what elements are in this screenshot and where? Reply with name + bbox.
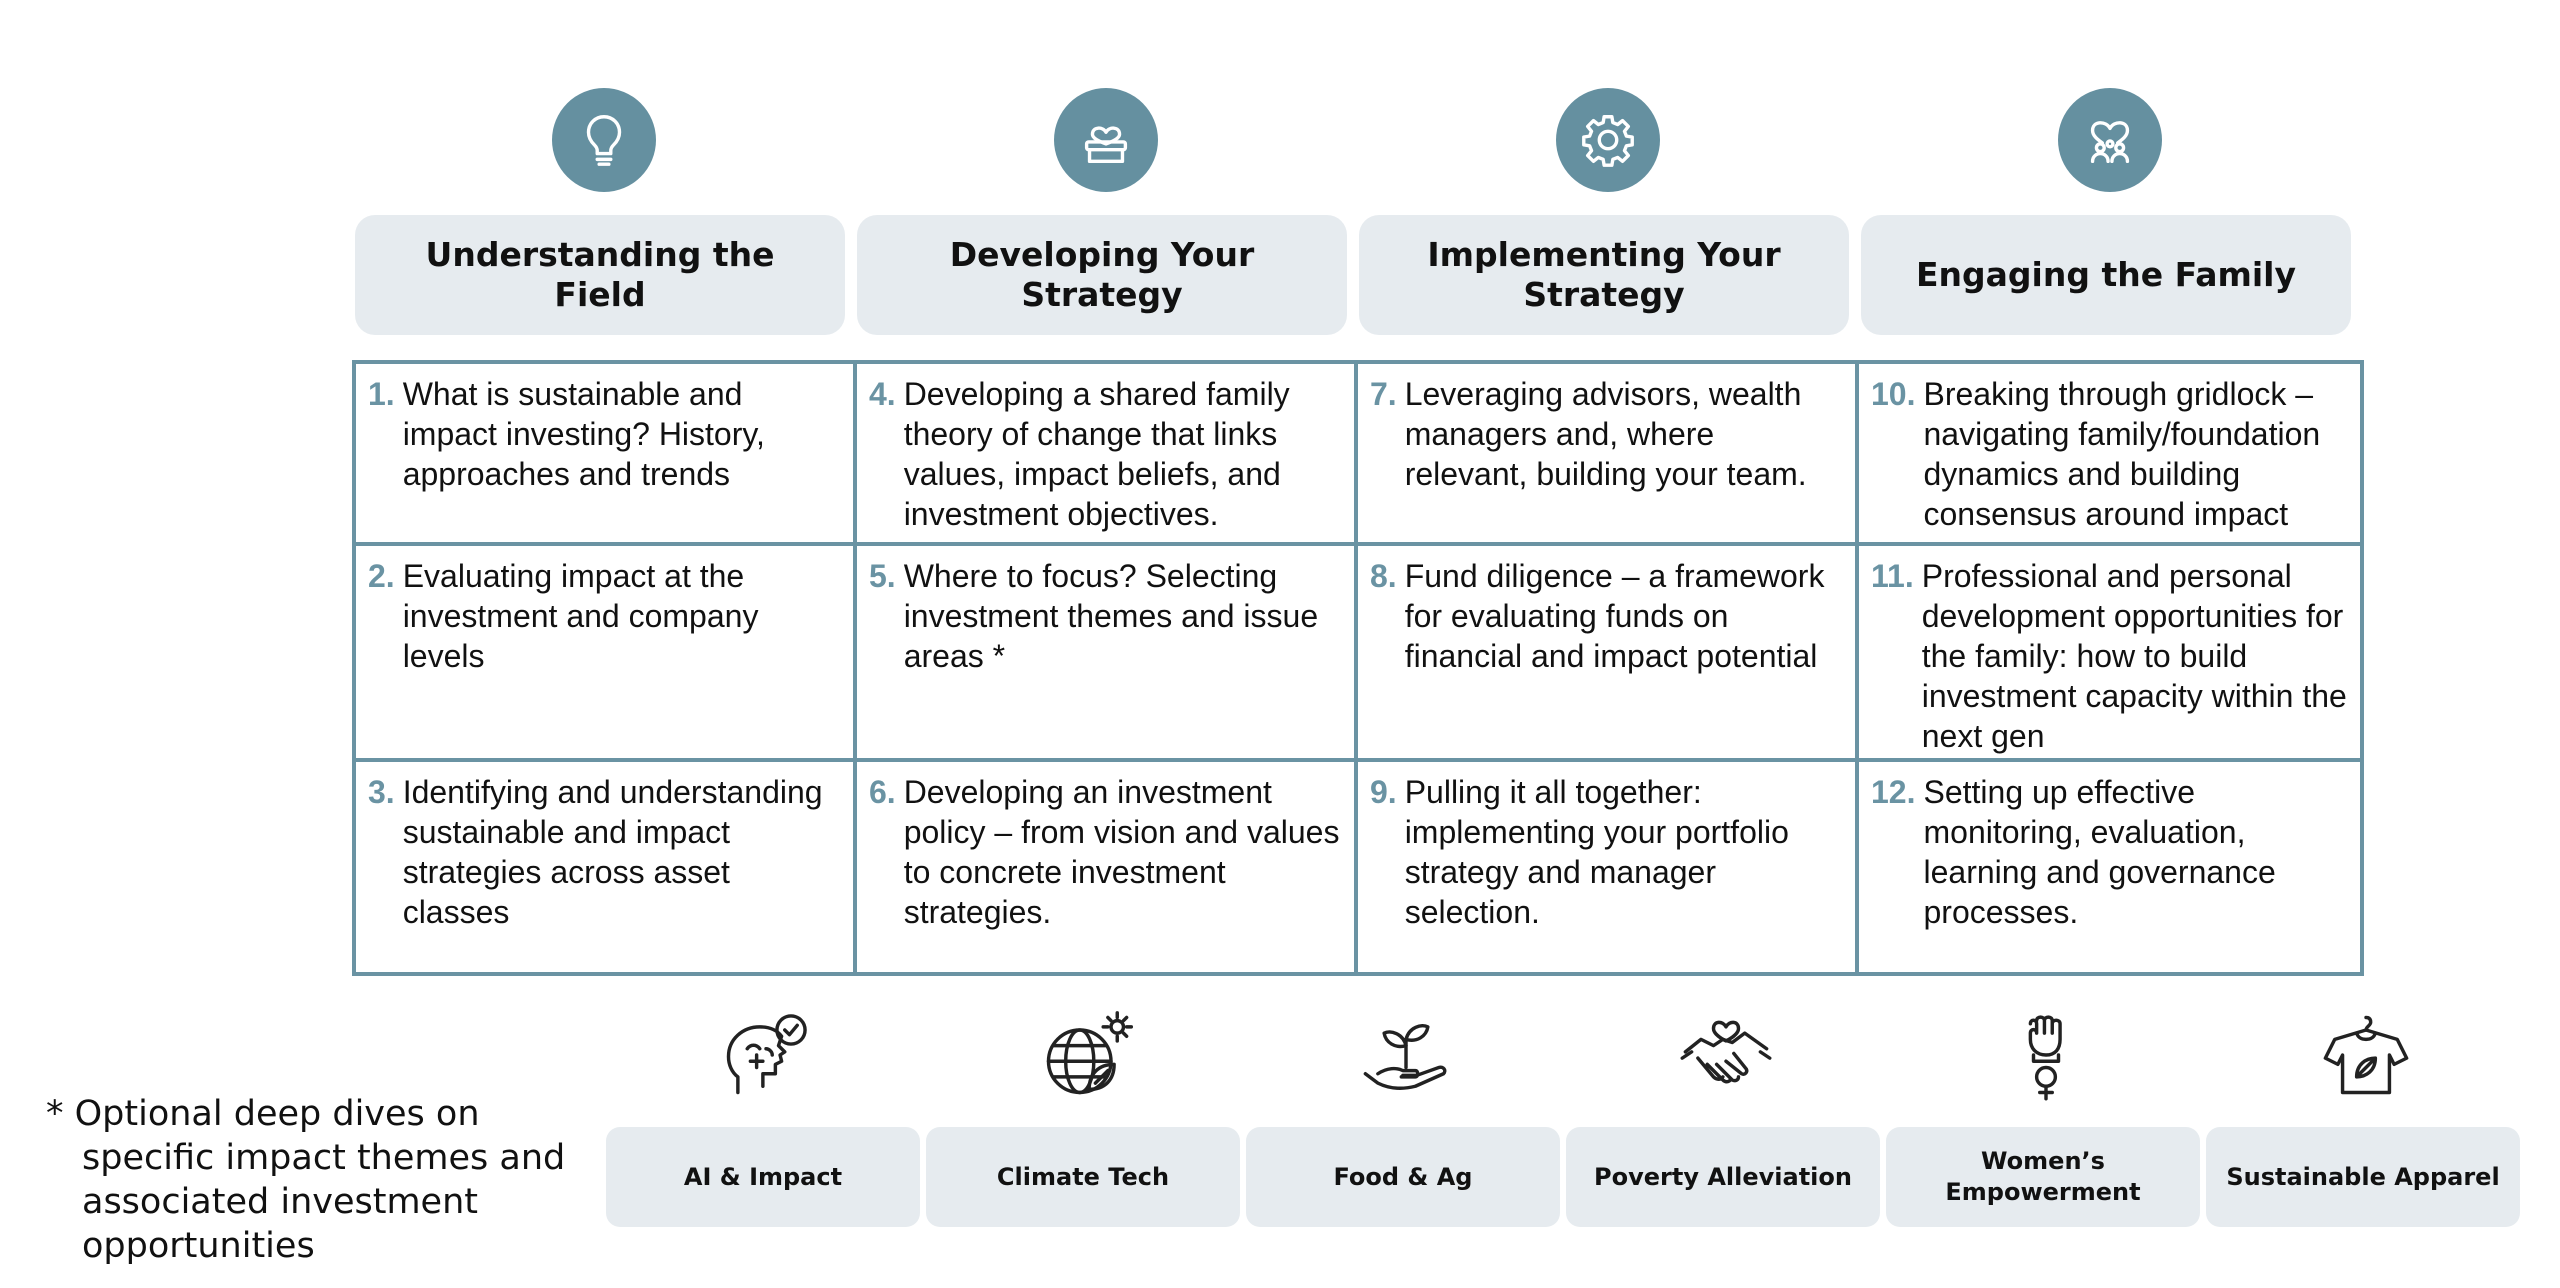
module-text: Breaking through gridlock – navigating f…: [1923, 376, 2321, 532]
module-number: 2.: [368, 558, 395, 594]
module-number: 9.: [1370, 774, 1397, 810]
module-text: Fund diligence – a framework for evaluat…: [1404, 558, 1825, 674]
fist-venus-icon: [1996, 1005, 2096, 1105]
module-number: 8.: [1370, 558, 1397, 594]
module-text: Where to focus? Selecting investment the…: [903, 558, 1319, 674]
module-text: Professional and personal development op…: [1921, 558, 2347, 754]
module-cell: 12.Setting up effective monitoring, eval…: [1859, 762, 2360, 972]
module-text: What is sustainable and impact investing…: [402, 376, 765, 492]
gear-icon: [1556, 88, 1660, 192]
module-text: Evaluating impact at the investment and …: [402, 558, 759, 674]
module-grid: 1.What is sustainable and impact investi…: [352, 360, 2364, 976]
heart-box-icon: [1054, 88, 1158, 192]
module-text: Setting up effective monitoring, evaluat…: [1923, 774, 2276, 930]
lightbulb-icon: [552, 88, 656, 192]
module-number: 6.: [869, 774, 896, 810]
theme-ai-impact: AI & Impact: [606, 1127, 920, 1227]
module-cell: 6.Developing an investment policy – from…: [857, 762, 1358, 972]
module-cell: 5.Where to focus? Selecting investment t…: [857, 546, 1358, 762]
module-cell: 3.Identifying and understanding sustaina…: [356, 762, 857, 972]
column-header-developing: Developing Your Strategy: [857, 215, 1347, 335]
theme-poverty-alleviation: Poverty Alleviation: [1566, 1127, 1880, 1227]
module-text: Developing a shared family theory of cha…: [903, 376, 1290, 532]
module-cell: 1.What is sustainable and impact investi…: [356, 364, 857, 546]
brain-check-icon: [716, 1005, 816, 1105]
theme-food-ag: Food & Ag: [1246, 1127, 1560, 1227]
handshake-heart-icon: [1676, 1005, 1776, 1105]
module-cell: 8.Fund diligence – a framework for evalu…: [1358, 546, 1859, 762]
module-cell: 11.Professional and personal development…: [1859, 546, 2360, 762]
module-cell: 9.Pulling it all together: implementing …: [1358, 762, 1859, 972]
module-number: 12.: [1871, 774, 1916, 810]
module-text: Identifying and understanding sustainabl…: [402, 774, 823, 930]
column-header-implementing: Implementing Your Strategy: [1359, 215, 1849, 335]
module-text: Pulling it all together: implementing yo…: [1404, 774, 1789, 930]
column-header-understanding: Understanding the Field: [355, 215, 845, 335]
module-text: Developing an investment policy – from v…: [903, 774, 1340, 930]
module-text: Leveraging advisors, wealth managers and…: [1404, 376, 1807, 492]
module-cell: 10.Breaking through gridlock – navigatin…: [1859, 364, 2360, 546]
column-header-engaging: Engaging the Family: [1861, 215, 2351, 335]
module-number: 11.: [1871, 558, 1914, 594]
theme-sustainable-apparel: Sustainable Apparel: [2206, 1127, 2520, 1227]
module-cell: 4.Developing a shared family theory of c…: [857, 364, 1358, 546]
module-cell: 7.Leveraging advisors, wealth managers a…: [1358, 364, 1859, 546]
theme-womens-empowerment: Women’s Empowerment: [1886, 1127, 2200, 1227]
module-number: 7.: [1370, 376, 1397, 412]
theme-climate-tech: Climate Tech: [926, 1127, 1240, 1227]
module-number: 10.: [1871, 376, 1916, 412]
module-cell: 2.Evaluating impact at the investment an…: [356, 546, 857, 762]
footnote: * Optional deep dives on specific impact…: [46, 1094, 566, 1266]
shirt-leaf-icon: [2316, 1005, 2416, 1105]
globe-leaf-sun-icon: [1036, 1005, 1136, 1105]
hand-sprout-icon: [1356, 1005, 1456, 1105]
module-number: 1.: [368, 376, 395, 412]
module-number: 5.: [869, 558, 896, 594]
module-number: 4.: [869, 376, 896, 412]
family-heart-icon: [2058, 88, 2162, 192]
module-number: 3.: [368, 774, 395, 810]
